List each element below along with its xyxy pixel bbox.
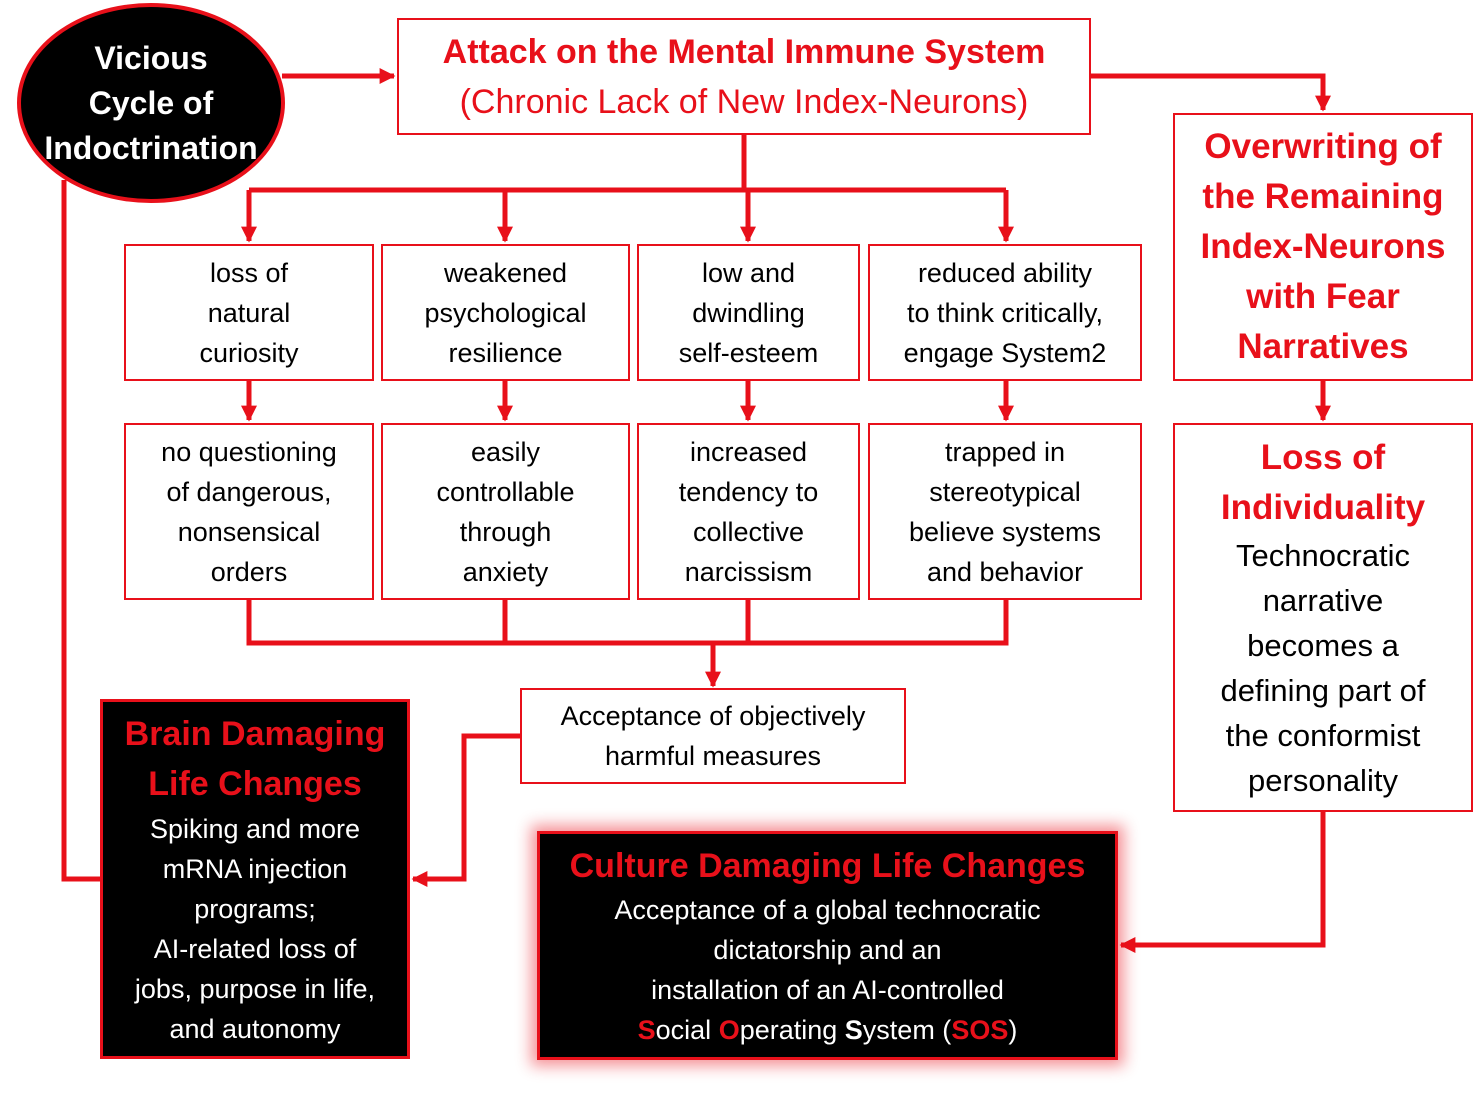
merge-bar-line: [246, 600, 1009, 646]
sos-system-rest: ystem (: [862, 1014, 952, 1045]
consequence-4-line-2: stereotypical: [929, 476, 1081, 507]
loop-cycle-to-brain-line: [61, 180, 100, 882]
brain-body-line-6: and autonomy: [169, 1014, 341, 1044]
consequence-2-line-3: through: [459, 516, 552, 547]
effect-2-line-3: resilience: [448, 337, 563, 368]
effect-2-line-1: weakened: [443, 257, 568, 288]
consequence-3-line-1: increased: [689, 436, 808, 467]
consequence-box-narcissism: increased tendency to collective narciss…: [637, 423, 860, 600]
arrow-acceptance-to-brain: [411, 733, 520, 888]
vicious-cycle-node: Vicious Cycle of Indoctrination: [17, 3, 285, 203]
acceptance-line-1: Acceptance of objectively: [560, 701, 866, 731]
individuality-box: Loss of Individuality Technocratic narra…: [1173, 423, 1473, 812]
brain-body-line-1: Spiking and more: [149, 814, 361, 844]
attack-box: Attack on the Mental Immune System (Chro…: [397, 18, 1091, 135]
effect-box-critical-thinking: reduced ability to think critically, eng…: [868, 244, 1142, 381]
individuality-title-line-1: Loss of: [1260, 437, 1386, 477]
individuality-title-line-2: Individuality: [1220, 487, 1426, 527]
individuality-body-line-3: becomes a: [1247, 627, 1399, 663]
effect-1-line-2: natural: [207, 297, 291, 328]
individuality-body-line-4: defining part of: [1220, 672, 1426, 708]
consequence-4-line-3: believe systems: [908, 516, 1102, 547]
brain-damaging-box: Brain Damaging Life Changes Spiking and …: [100, 699, 410, 1059]
consequence-box-no-questioning: no questioning of dangerous, nonsensical…: [124, 423, 374, 600]
individuality-body-line-2: narrative: [1262, 582, 1384, 618]
arrow-individuality-to-culture: [1119, 812, 1326, 954]
consequence-3-line-3: collective: [692, 516, 805, 547]
effect-box-resilience: weakened psychological resilience: [381, 244, 630, 381]
consequence-2-line-2: controllable: [436, 476, 575, 507]
cycle-line-1: Vicious: [94, 39, 208, 76]
effect-4-line-3: engage System2: [903, 337, 1107, 368]
effect-2-line-2: psychological: [424, 297, 587, 328]
overwriting-line-3: Index-Neurons: [1200, 227, 1446, 266]
cycle-line-3: Indoctrination: [44, 129, 258, 166]
brain-body-line-4: AI-related loss of: [153, 934, 357, 964]
overwriting-line-2: the Remaining: [1202, 177, 1444, 216]
individuality-body-line-5: the conformist: [1225, 717, 1421, 753]
effect-4-line-2: to think critically,: [906, 297, 1104, 328]
culture-body-line-1: Acceptance of a global technocratic: [614, 894, 1041, 925]
effect-1-line-1: loss of: [209, 257, 289, 288]
acceptance-box: Acceptance of objectively harmful measur…: [520, 688, 906, 784]
brain-body-line-2: mRNA injection: [162, 854, 348, 884]
consequence-4-line-4: and behavior: [926, 556, 1084, 587]
effect-box-self-esteem: low and dwindling self-esteem: [637, 244, 860, 381]
effect-3-line-2: dwindling: [692, 297, 805, 328]
sos-o-initial: O: [718, 1014, 740, 1045]
consequence-1-line-2: of dangerous,: [166, 476, 332, 507]
culture-body-line-2: dictatorship and an: [713, 934, 942, 965]
consequence-box-controllable: easily controllable through anxiety: [381, 423, 630, 600]
culture-sos-line: Social Operating System (SOS): [638, 1010, 1018, 1050]
brain-title-line-2: Life Changes: [148, 765, 362, 803]
effect-3-line-1: low and: [701, 257, 796, 288]
individuality-body-line-1: Technocratic: [1235, 537, 1411, 573]
sos-o-rest: perating: [739, 1014, 845, 1045]
effect-4-line-1: reduced ability: [917, 257, 1093, 288]
cycle-line-2: Cycle of: [88, 84, 214, 121]
sos-s-initial: S: [637, 1014, 656, 1045]
sos-s-rest: ocial: [655, 1014, 719, 1045]
sos-system-initial: S: [844, 1014, 863, 1045]
consequence-3-line-4: narcissism: [684, 556, 813, 587]
consequence-3-line-2: tendency to: [678, 476, 819, 507]
effect-box-curiosity: loss of natural curiosity: [124, 244, 374, 381]
consequence-1-line-3: nonsensical: [177, 516, 321, 547]
culture-body-line-3: installation of an AI-controlled: [651, 974, 1004, 1005]
overwriting-line-1: Overwriting of: [1204, 127, 1442, 166]
consequence-1-line-4: orders: [210, 556, 288, 587]
individuality-body-line-6: personality: [1248, 762, 1398, 798]
effect-1-line-3: curiosity: [199, 337, 299, 368]
culture-damaging-box: Culture Damaging Life Changes Acceptance…: [537, 831, 1118, 1060]
brain-body-line-5: jobs, purpose in life,: [134, 974, 376, 1004]
attack-subtitle: (Chronic Lack of New Index-Neurons): [459, 82, 1029, 121]
consequence-2-line-1: easily: [470, 436, 541, 467]
effect-3-line-3: self-esteem: [678, 337, 819, 368]
brain-title-line-1: Brain Damaging: [124, 715, 386, 753]
consequence-box-stereotypical: trapped in stereotypical believe systems…: [868, 423, 1142, 600]
sos-close: ): [1008, 1014, 1018, 1045]
overwriting-box: Overwriting of the Remaining Index-Neuro…: [1173, 113, 1473, 381]
acceptance-line-2: harmful measures: [604, 741, 822, 771]
consequence-2-line-4: anxiety: [462, 556, 549, 587]
culture-title: Culture Damaging Life Changes: [569, 846, 1086, 885]
consequence-4-line-1: trapped in: [944, 436, 1066, 467]
consequence-1-line-1: no questioning: [161, 436, 337, 467]
overwriting-line-4: with Fear: [1246, 277, 1400, 316]
overwriting-line-5: Narratives: [1237, 327, 1409, 366]
brain-body-line-3: programs;: [194, 894, 316, 924]
sos-acronym: SOS: [951, 1014, 1009, 1045]
attack-title: Attack on the Mental Immune System: [442, 32, 1046, 71]
arrow-attack-to-overwriting: [1091, 73, 1332, 112]
